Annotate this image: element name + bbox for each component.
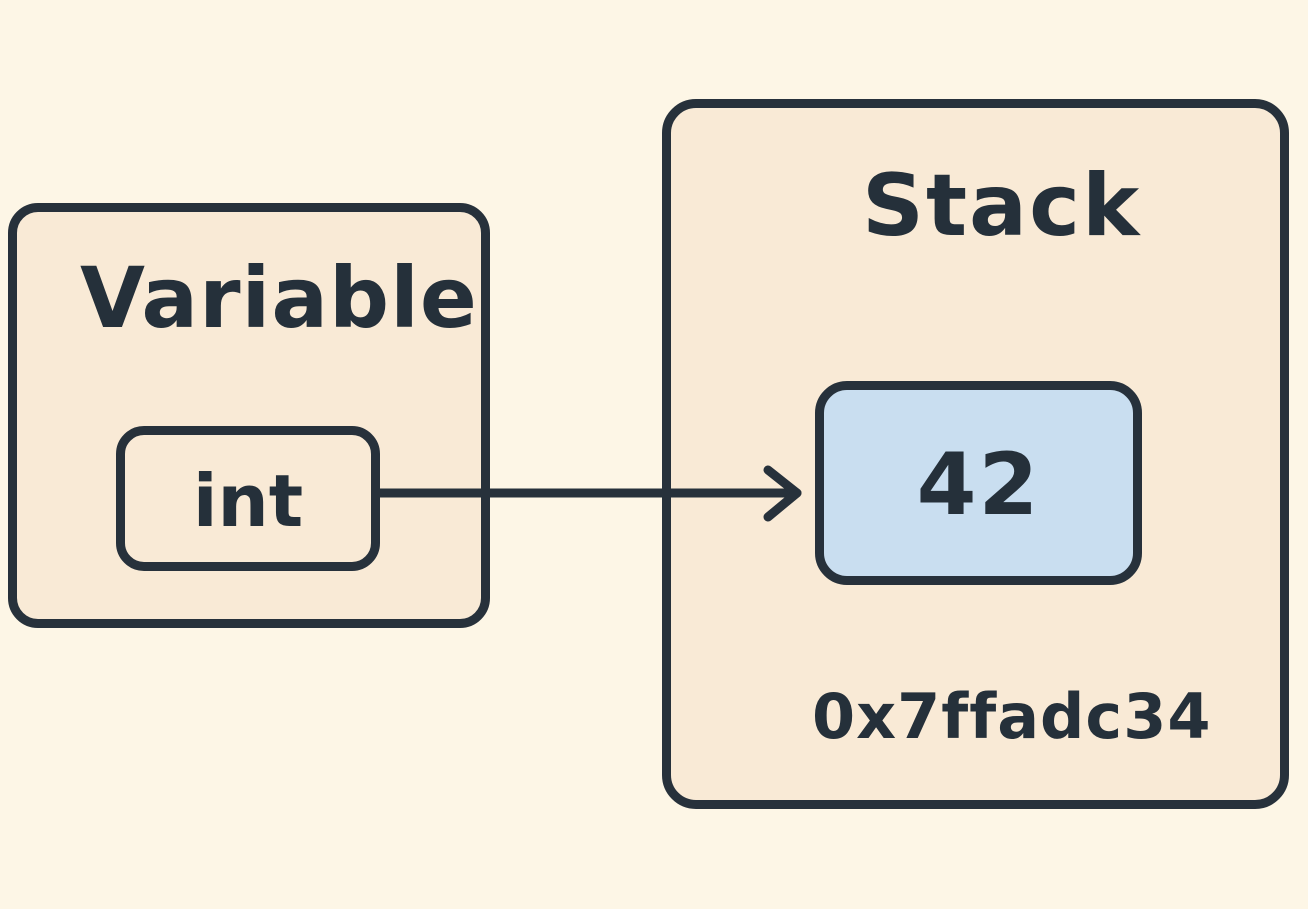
- value-box: 42: [815, 381, 1142, 585]
- type-label: int: [192, 459, 304, 543]
- memory-address-label: 0x7ffadc34: [812, 680, 1212, 753]
- stack-title: Stack: [862, 156, 1142, 256]
- value-label: 42: [916, 435, 1041, 535]
- variable-title: Variable: [80, 249, 478, 347]
- type-box: int: [116, 426, 380, 571]
